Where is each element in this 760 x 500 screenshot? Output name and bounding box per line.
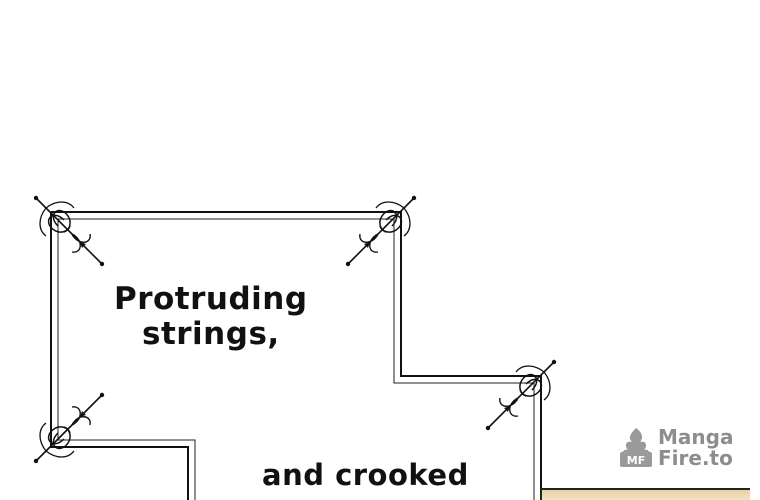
ornate-corner-icon: [484, 358, 558, 432]
caption-bottom-text: and crooked: [262, 458, 469, 492]
next-panel-edge: [540, 488, 750, 500]
watermark-line-1: Manga: [658, 425, 734, 449]
ornate-corner-icon: [32, 195, 105, 268]
watermark-logo-icon: MF: [620, 428, 652, 467]
watermark: MF Manga Fire.to: [616, 424, 736, 470]
caption-line-2: strings,: [142, 315, 280, 352]
svg-text:MF: MF: [627, 454, 645, 467]
caption-line-1: Protruding: [114, 281, 308, 317]
watermark-line-2: Fire.to: [658, 446, 733, 470]
ornate-corner-icon: [344, 195, 418, 268]
ornate-corner-icon: [32, 391, 105, 465]
